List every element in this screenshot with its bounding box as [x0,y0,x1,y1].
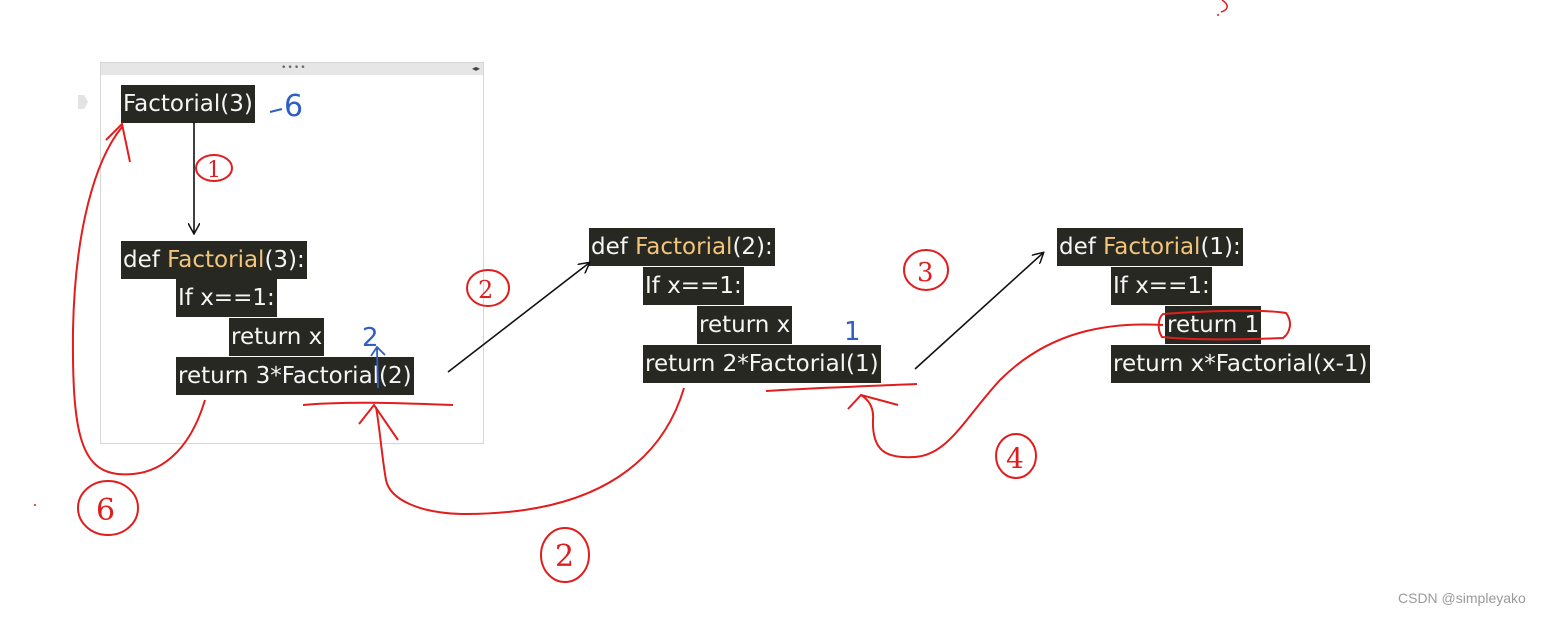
def-args: (2): [732,234,773,260]
frame2-return-recursive-line: return 2*Factorial(1) [643,345,881,383]
blue-value-one: 1 [844,317,861,347]
step-1-label: 1 [207,158,221,183]
drag-grip-icon[interactable]: •••• [281,63,307,73]
blue-value-two: 2 [362,323,379,353]
return-path-4 [860,323,1164,459]
return-arrowhead-5 [358,403,399,441]
step-6-label: 6 [96,493,115,528]
return-arrowhead-6 [105,121,131,163]
function-name: Factorial [635,234,733,260]
call-frame2-arrow [447,263,589,373]
frame3-def-line: def Factorial(1): [1057,228,1243,266]
stray-dot [34,504,36,506]
blue-up-arrow [370,345,386,389]
def-args: (1): [1200,234,1241,260]
frame1-return-x-line: return x [229,318,325,356]
def-keyword: def [591,234,636,260]
watermark: CSDN @simpleyako [1398,590,1526,606]
step-2-circle [466,269,510,307]
def-args: (3): [264,247,305,273]
call-line: Factorial(3) [121,85,255,123]
function-name: Factorial [1103,234,1201,260]
frame2-return-x-line: return x [697,306,793,344]
panel-title-bar[interactable]: •••• ◂▸ [101,63,483,75]
frame1-def-line: def Factorial(3): [121,241,307,279]
step-5-circle [540,527,590,583]
return-arrowhead-4 [847,393,899,410]
def-keyword: def [1059,234,1104,260]
stray-dot-top [1217,14,1219,16]
scroll-arrows-icon[interactable]: ◂▸ [471,64,480,73]
step-2-label: 2 [478,276,493,304]
underline-frame1 [302,401,454,406]
function-name: Factorial [167,247,265,273]
step-6-circle [77,480,139,536]
call-frame3-arrow [914,253,1043,370]
step-4-label: 4 [1006,442,1024,475]
frame3-if-line: If x==1: [1111,267,1212,305]
return-path-5 [375,387,685,516]
step-4-circle [995,433,1037,479]
frame3-return-recursive-line: return x*Factorial(x-1) [1111,345,1370,383]
underline-frame2 [765,383,918,392]
blue-result-six: 6 [284,89,303,124]
return-path-6 [71,126,206,476]
step-3-label: 3 [917,258,934,288]
circle-return-1 [1157,309,1291,341]
frame1-if-line: If x==1: [176,279,277,317]
frame2-def-line: def Factorial(2): [589,228,775,266]
blue-result-tick [269,108,283,113]
frame2-if-line: If x==1: [643,267,744,305]
step-1-circle [195,154,233,182]
frame1-return-recursive-line: return 3*Factorial(2) [176,357,414,395]
stray-mark-top [1220,0,1228,13]
step-3-circle [903,249,949,291]
def-keyword: def [123,247,168,273]
step-5-label: 2 [555,539,574,574]
breakpoint-marker-icon[interactable] [78,95,88,109]
